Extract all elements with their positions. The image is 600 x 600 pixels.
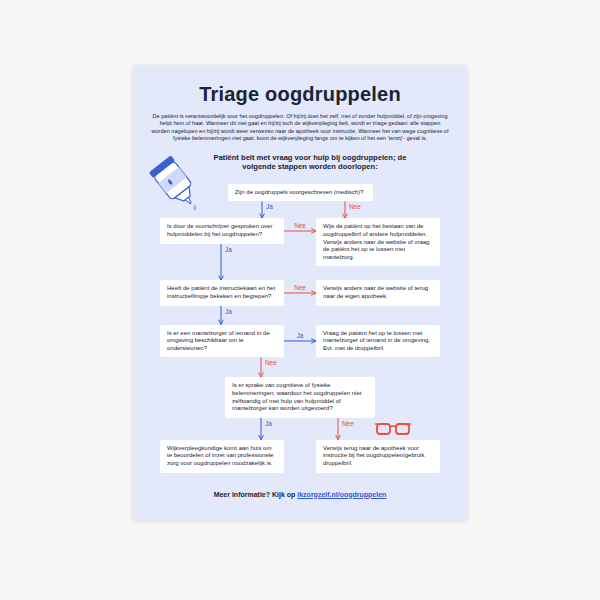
edge-label: Nee — [348, 203, 362, 210]
footer-link: ikzorgzelf.nl/oogdruppelen — [297, 491, 386, 498]
connector-arrow — [221, 306, 222, 325]
connector-arrow — [262, 201, 263, 218]
edge-label: Nee — [293, 284, 307, 291]
process-box: Zijn de oogdruppels voorgeschreven (medi… — [228, 184, 373, 202]
footer-text: Meer informatie? Kijk op — [214, 491, 296, 498]
box-text: Wijkverpleegkundige komt aan huis om te … — [167, 445, 277, 468]
eyedrop-bottle — [147, 153, 205, 215]
card: Triage oogdruppelen De patiënt is verantw… — [133, 65, 467, 520]
connector-arrow — [284, 231, 316, 232]
footer: Meer informatie? Kijk op ikzorgzelf.nl/o… — [133, 491, 467, 498]
process-box: Is er een mantelzorger of iemand in de o… — [160, 325, 284, 358]
process-box: Vraag de patiënt het op te lossen met ma… — [316, 325, 440, 358]
box-text: Zijn de oogdruppels voorgeschreven (medi… — [235, 189, 366, 197]
connector-arrow — [284, 292, 316, 293]
title: Triage oogdruppelen — [133, 83, 467, 106]
process-box: Verwijs terug naar de apotheek voor inst… — [316, 440, 440, 473]
box-text: Is door de voorschrijver gesproken over … — [167, 223, 277, 238]
edge-label: Ja — [264, 420, 273, 427]
process-box: Verwijs anders naar de website of terug … — [316, 280, 440, 305]
box-text: Is er een mantelzorger of iemand in de o… — [167, 330, 277, 353]
process-box: Is er sprake van cognitieve of fysieke b… — [225, 377, 375, 417]
subheading: Patiënt belt met vraag voor hulp bij oog… — [178, 153, 423, 172]
box-text: Wijs de patiënt op het bestaan van de oo… — [323, 223, 433, 261]
connector-arrow — [221, 244, 222, 281]
edge-label: Ja — [224, 246, 233, 253]
box-text: Verwijs terug naar de apotheek voor inst… — [323, 445, 433, 468]
edge-label: Nee — [341, 420, 355, 427]
box-text: Vraag de patiënt het op te lossen met ma… — [323, 330, 433, 353]
box-text: Is er sprake van cognitieve of fysieke b… — [232, 382, 368, 412]
edge-label: Ja — [224, 308, 233, 315]
header: Triage oogdruppelen De patiënt is verantw… — [133, 83, 467, 172]
box-text: Heeft de patiënt de instructiekaart en h… — [167, 285, 277, 300]
connector-arrow — [345, 201, 346, 218]
intro-text: De patiënt is verantwoordelijk voor het … — [150, 113, 450, 143]
box-text: Verwijs anders naar de website of terug … — [323, 285, 433, 300]
process-box: Wijs de patiënt op het bestaan van de oo… — [316, 218, 440, 266]
edge-label: Ja — [265, 203, 274, 210]
process-box: Wijkverpleegkundige komt aan huis om te … — [160, 440, 284, 473]
connector-arrow — [284, 340, 316, 341]
edge-label: Nee — [293, 222, 307, 229]
process-box: Is door de voorschrijver gesproken over … — [160, 218, 284, 243]
edge-label: Nee — [264, 359, 278, 366]
connector-arrow — [261, 418, 262, 440]
process-box: Heeft de patiënt de instructiekaart en h… — [160, 280, 284, 305]
glasses-icon — [374, 421, 412, 439]
edge-label: Ja — [296, 332, 305, 339]
connector-arrow — [261, 357, 262, 377]
connector-arrow — [338, 418, 339, 440]
